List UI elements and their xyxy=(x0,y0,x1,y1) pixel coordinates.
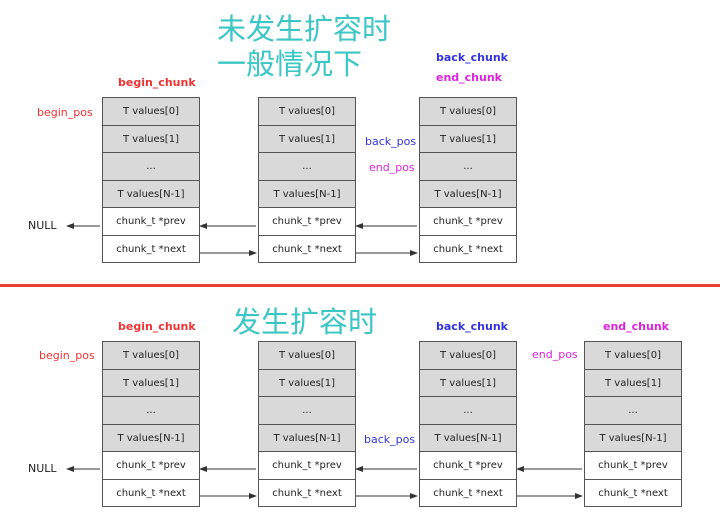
cell-prev-pointer: chunk_t *prev xyxy=(585,452,681,480)
top-chunk-1: T values[0] T values[1] ... T values[N-1… xyxy=(102,97,200,263)
cell-values-0: T values[0] xyxy=(259,342,355,370)
top-back-chunk-label: back_chunk xyxy=(436,51,508,64)
cell-values-0: T values[0] xyxy=(103,342,199,370)
cell-values-n-1: T values[N-1] xyxy=(420,424,516,452)
bottom-begin-chunk-label: begin_chunk xyxy=(118,320,196,333)
cell-values-1: T values[1] xyxy=(103,369,199,397)
top-end-pos-label: end_pos xyxy=(369,161,415,174)
bottom-null-label: NULL xyxy=(28,462,57,475)
cell-ellipsis: ... xyxy=(103,153,199,181)
top-chunk-2: T values[0] T values[1] ... T values[N-1… xyxy=(258,97,356,263)
bottom-end-chunk-label: end_chunk xyxy=(603,320,669,333)
cell-values-n-1: T values[N-1] xyxy=(420,180,516,208)
cell-ellipsis: ... xyxy=(259,397,355,425)
cell-prev-pointer: chunk_t *prev xyxy=(259,208,355,236)
cell-next-pointer: chunk_t *next xyxy=(585,479,681,507)
cell-next-pointer: chunk_t *next xyxy=(420,235,516,263)
cell-next-pointer: chunk_t *next xyxy=(259,235,355,263)
cell-ellipsis: ... xyxy=(420,153,516,181)
cell-values-1: T values[1] xyxy=(585,369,681,397)
cell-values-0: T values[0] xyxy=(103,98,199,126)
top-begin-pos-label: begin_pos xyxy=(37,106,93,119)
cell-values-1: T values[1] xyxy=(420,125,516,153)
cell-prev-pointer: chunk_t *prev xyxy=(420,208,516,236)
cell-prev-pointer: chunk_t *prev xyxy=(259,452,355,480)
cell-values-0: T values[0] xyxy=(420,342,516,370)
bottom-chunk-3: T values[0] T values[1] ... T values[N-1… xyxy=(419,341,517,507)
section-separator xyxy=(0,284,720,287)
top-null-label: NULL xyxy=(28,219,57,232)
bottom-end-pos-label: end_pos xyxy=(532,348,578,361)
cell-values-n-1: T values[N-1] xyxy=(259,424,355,452)
cell-next-pointer: chunk_t *next xyxy=(259,479,355,507)
bottom-title: 发生扩容时 xyxy=(232,305,378,339)
cell-next-pointer: chunk_t *next xyxy=(103,235,199,263)
top-chunk-3: T values[0] T values[1] ... T values[N-1… xyxy=(419,97,517,263)
cell-ellipsis: ... xyxy=(103,397,199,425)
cell-values-1: T values[1] xyxy=(420,369,516,397)
cell-values-n-1: T values[N-1] xyxy=(103,424,199,452)
cell-prev-pointer: chunk_t *prev xyxy=(103,452,199,480)
cell-next-pointer: chunk_t *next xyxy=(103,479,199,507)
bottom-begin-pos-label: begin_pos xyxy=(39,349,95,362)
cell-values-1: T values[1] xyxy=(103,125,199,153)
cell-values-0: T values[0] xyxy=(420,98,516,126)
cell-values-0: T values[0] xyxy=(585,342,681,370)
cell-ellipsis: ... xyxy=(259,153,355,181)
cell-values-n-1: T values[N-1] xyxy=(585,424,681,452)
top-title-line2: 一般情况下 xyxy=(217,47,363,81)
cell-values-1: T values[1] xyxy=(259,125,355,153)
cell-ellipsis: ... xyxy=(420,397,516,425)
bottom-chunk-1: T values[0] T values[1] ... T values[N-1… xyxy=(102,341,200,507)
cell-values-n-1: T values[N-1] xyxy=(259,180,355,208)
cell-prev-pointer: chunk_t *prev xyxy=(103,208,199,236)
cell-prev-pointer: chunk_t *prev xyxy=(420,452,516,480)
cell-next-pointer: chunk_t *next xyxy=(420,479,516,507)
cell-values-0: T values[0] xyxy=(259,98,355,126)
cell-ellipsis: ... xyxy=(585,397,681,425)
bottom-chunk-2: T values[0] T values[1] ... T values[N-1… xyxy=(258,341,356,507)
cell-values-1: T values[1] xyxy=(259,369,355,397)
top-end-chunk-label: end_chunk xyxy=(436,71,502,84)
top-begin-chunk-label: begin_chunk xyxy=(118,76,196,89)
bottom-chunk-4: T values[0] T values[1] ... T values[N-1… xyxy=(584,341,682,507)
bottom-back-pos-label: back_pos xyxy=(364,433,416,446)
cell-values-n-1: T values[N-1] xyxy=(103,180,199,208)
top-back-pos-label: back_pos xyxy=(365,135,417,148)
top-title-line1: 未发生扩容时 xyxy=(217,12,392,46)
bottom-back-chunk-label: back_chunk xyxy=(436,320,508,333)
